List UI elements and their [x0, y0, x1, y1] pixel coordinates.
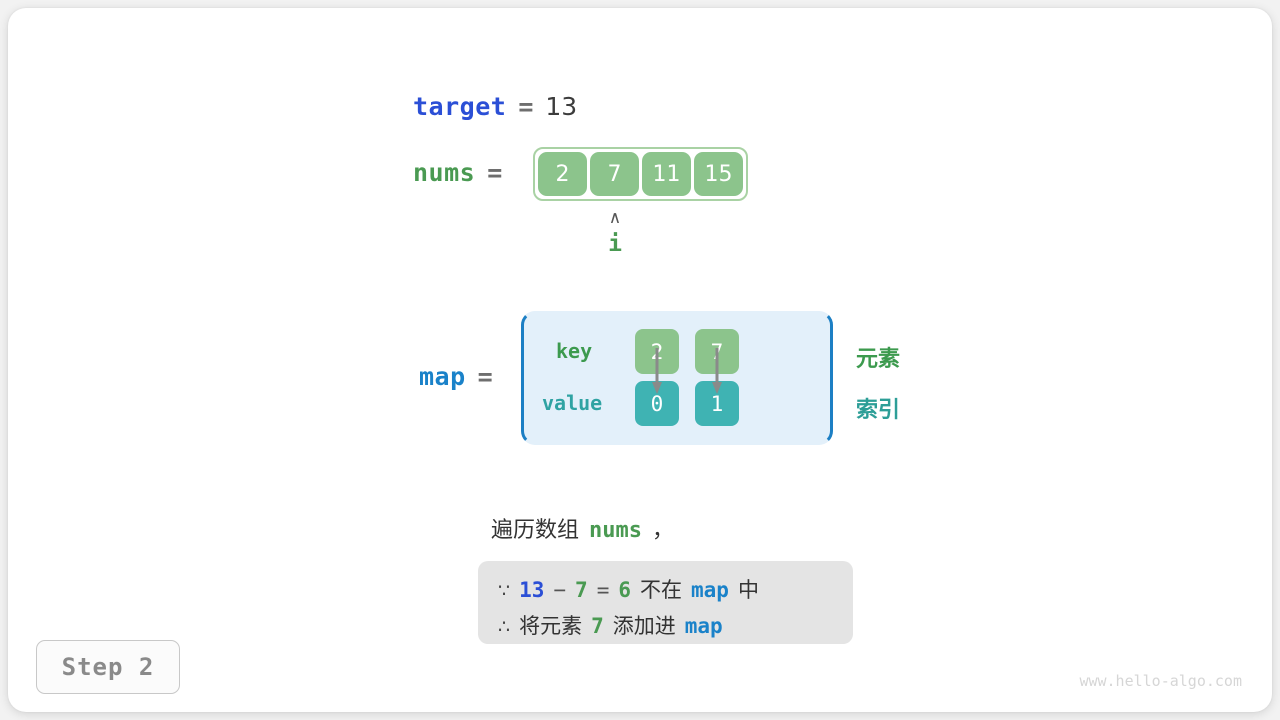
map-equals-sign: = [477, 362, 493, 391]
target-assignment: target = 13 [413, 92, 577, 121]
map-variable-label: map [419, 362, 466, 391]
explanation-complement-value: 6 [618, 578, 632, 602]
explanation-equals-sign: = [596, 578, 610, 602]
map-assignment: map = [419, 362, 505, 391]
explanation-not-in-text: 不在 [640, 578, 683, 602]
array-cell: 15 [694, 152, 743, 196]
explanation-add-into-text: 添加进 [612, 614, 676, 638]
pointer-caret-icon: ∧ [608, 208, 622, 228]
caption-prefix: 遍历数组 [491, 518, 580, 543]
therefore-symbol-icon: ∴ [498, 616, 511, 638]
explanation-minus-sign: − [553, 578, 567, 602]
map-value-cell: 0 [635, 381, 679, 426]
key-to-value-arrow-icon [652, 348, 662, 394]
map-value-row-label: value [542, 391, 603, 415]
explanation-add-prefix: 将元素 [519, 614, 583, 638]
explanation-target-value: 13 [519, 578, 545, 602]
map-key-row-label: key [556, 339, 593, 363]
target-value: 13 [545, 92, 578, 121]
nums-array-container: 2 7 11 15 [533, 147, 748, 201]
target-variable-label: target [413, 92, 507, 121]
watermark-url: www.hello-algo.com [1079, 672, 1242, 690]
map-value-side-note: 索引 [856, 398, 901, 423]
nums-assignment: nums = [413, 158, 514, 187]
explanation-map-ref: map [684, 614, 723, 638]
explanation-current-element: 7 [575, 578, 588, 602]
map-key-side-note: 元素 [856, 347, 901, 372]
explanation-in-text: 中 [737, 578, 759, 602]
caption-mono-nums: nums [589, 518, 642, 543]
caption-suffix: ， [652, 518, 675, 543]
explanation-box: ∵ 13 − 7 = 6 不在 map 中 ∴ 将元素 7 添加进 map [478, 561, 853, 644]
explanation-map-ref: map [691, 578, 729, 602]
step-badge: Step 2 [36, 640, 180, 694]
explanation-added-element: 7 [591, 614, 604, 638]
nums-variable-label: nums [413, 158, 476, 187]
because-symbol-icon: ∵ [498, 580, 511, 602]
explanation-line-1: ∵ 13 − 7 = 6 不在 map 中 [498, 572, 833, 608]
key-to-value-arrow-icon [712, 348, 722, 394]
array-cell: 11 [642, 152, 691, 196]
array-cell: 2 [538, 152, 587, 196]
array-cell: 7 [590, 152, 639, 196]
pointer-label-i: i [608, 231, 622, 257]
caption-text: 遍历数组 nums ， [491, 512, 674, 544]
explanation-line-2: ∴ 将元素 7 添加进 map [498, 608, 833, 644]
nums-equals-sign: = [487, 158, 503, 187]
target-equals-sign: = [518, 92, 534, 121]
